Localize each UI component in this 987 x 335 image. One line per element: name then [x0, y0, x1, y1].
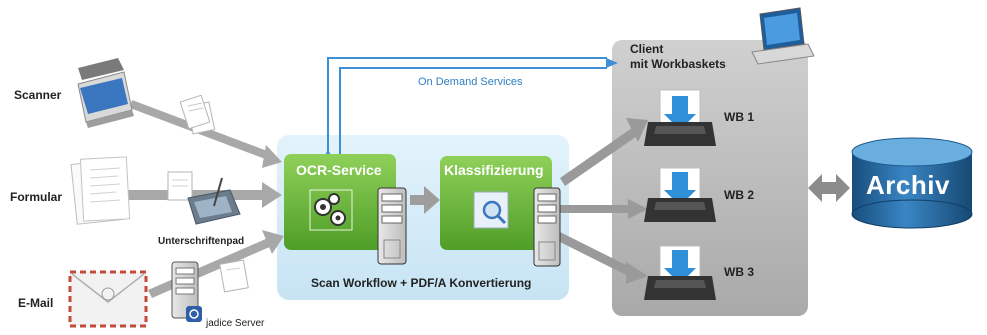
label-unterschriftenpad: Unterschriftenpad: [158, 236, 245, 247]
label-wb3: WB 3: [724, 265, 754, 279]
on-demand-line: [327, 57, 607, 155]
on-demand-arrowhead: [606, 58, 618, 68]
scanner-icon: [77, 58, 134, 128]
form-document-icon: [70, 156, 131, 225]
document-icon-form: [167, 171, 193, 201]
label-archiv: Archiv: [866, 170, 950, 200]
server-icon-jadice: [171, 261, 202, 322]
label-klassifizierung: Klassifizierung: [444, 162, 544, 178]
label-jadice-server: jadice Server: [206, 318, 265, 329]
output-arrows: [556, 118, 648, 284]
server-icon-ocr: [377, 187, 407, 265]
label-client-title: Client mit Workbaskets: [630, 42, 770, 72]
label-email: E-Mail: [18, 296, 54, 310]
monitor-icon: [751, 7, 815, 65]
ocr-service-box: [284, 154, 396, 250]
label-on-demand-services: On Demand Services: [418, 76, 523, 88]
label-formular: Formular: [10, 190, 63, 204]
arrow-email-head: [262, 230, 284, 254]
gear-icon: [314, 193, 346, 226]
arrow-formular-head: [262, 182, 282, 208]
document-icon-email: [219, 259, 249, 293]
client-title-line1: Client: [630, 42, 664, 56]
arrow-scanner-head: [262, 145, 282, 168]
label-wb1: WB 1: [724, 110, 754, 124]
envelope-icon: [68, 270, 148, 328]
document-icon-scan: [179, 94, 216, 135]
arrow-email-to-ocr: [148, 238, 272, 298]
client-title-line2: mit Workbaskets: [630, 57, 726, 71]
server-icon-klass: [533, 187, 561, 267]
inbox-tray-icon-1: [644, 89, 716, 146]
label-wb2: WB 2: [724, 188, 754, 202]
inbox-tray-icon-2: [644, 167, 716, 222]
arrow-ocr-to-klass: [410, 186, 440, 214]
inbox-tray-icon-3: [644, 245, 716, 300]
label-workflow-caption: Scan Workflow + PDF/A Konvertierung: [311, 276, 532, 290]
double-arrow-icon: [808, 174, 850, 202]
database-icon: [851, 137, 973, 229]
label-ocr-service: OCR-Service: [296, 162, 382, 178]
label-scanner: Scanner: [14, 88, 62, 102]
magnifier-icon: [473, 191, 509, 229]
signature-pad-icon: [187, 177, 241, 225]
